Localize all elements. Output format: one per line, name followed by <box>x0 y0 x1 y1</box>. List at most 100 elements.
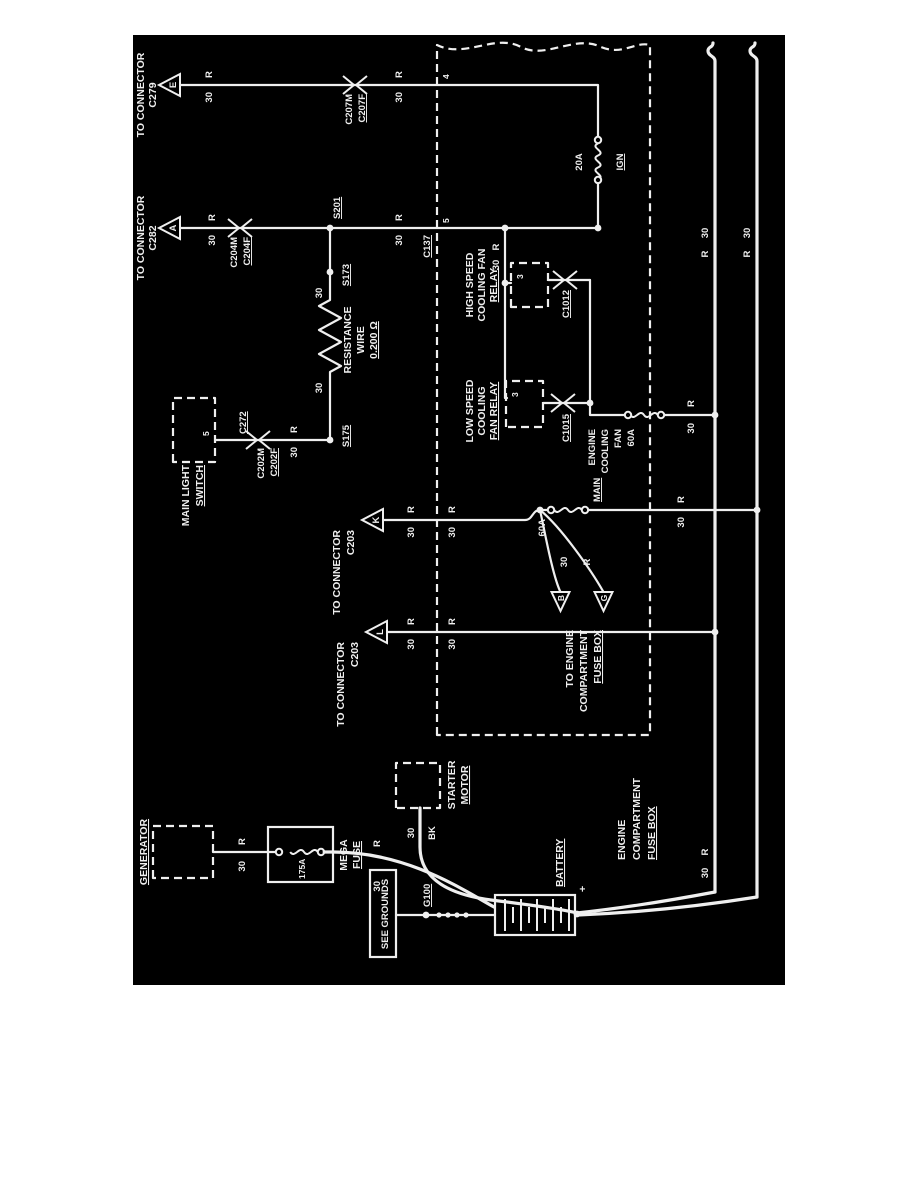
wire-color-label: R <box>686 400 697 407</box>
generator-box <box>151 824 215 880</box>
connector-c272-label: C272 <box>238 411 249 434</box>
arrow-a-destination: TO CONNECTOR <box>135 195 147 280</box>
wire-color-label: R <box>207 214 218 221</box>
battery-feed-wire-1 <box>706 41 717 894</box>
ign-fuse-name: IGN <box>615 153 626 170</box>
connector-c1012-symbol <box>552 270 578 290</box>
wire-color-label: R <box>742 250 753 257</box>
resistance-wire-label: RESISTANCE <box>342 307 354 374</box>
arrow-k-letter: K <box>371 516 382 523</box>
mega-fuse-rating: 175A <box>297 859 307 879</box>
junction-dot <box>536 506 544 514</box>
see-grounds-label: SEE GROUNDS <box>380 879 391 949</box>
wire-gauge-label: 30 <box>406 527 417 538</box>
wire-color-label: R <box>394 71 405 78</box>
see-grounds-box <box>368 868 398 959</box>
main-light-switch-label: SWITCH <box>194 465 206 506</box>
high-speed-relay-label: HIGH SPEED <box>464 252 476 317</box>
junction-dot <box>501 279 509 287</box>
high-speed-relay-label: RELAY <box>488 268 500 303</box>
cooling-fan-fuse-label: ENGINE <box>587 429 598 465</box>
arrow-k-connector-id: C203 <box>345 530 357 555</box>
connector-c204f-label: C204F <box>242 237 253 266</box>
wire-gauge-label: 30 <box>372 881 383 892</box>
wire-color-label: R <box>447 506 458 513</box>
low-speed-relay-label: LOW SPEED <box>464 379 476 442</box>
wire-gauge-label: 30 <box>394 92 405 103</box>
to-fuse-box-label: COMPARTMENT <box>578 629 590 712</box>
battery-label: BATTERY <box>554 839 566 887</box>
connector-arrow-g <box>592 591 615 614</box>
connector-arrow-e <box>156 72 181 98</box>
mega-fuse-terminal <box>274 847 284 857</box>
splice-s201-label: S201 <box>332 196 343 219</box>
wire-gauge-label: 30 <box>289 447 300 458</box>
arrow-b-letter: B <box>556 595 566 601</box>
arrow-a-letter: A <box>168 224 179 231</box>
mega-fuse-element <box>289 849 319 855</box>
ground-strap-bead <box>436 912 442 918</box>
wire-gauge-label: 30 <box>447 639 458 650</box>
ign-fuse-terminal <box>593 135 603 145</box>
arrow-a-connector-id: C282 <box>147 225 159 250</box>
high-speed-relay-label: COOLING FAN <box>476 249 488 322</box>
junction-dot <box>501 224 509 232</box>
wire-color-label: R <box>491 243 502 250</box>
connector-c1015-symbol <box>550 393 576 413</box>
main-light-switch-label: MAIN LIGHT <box>180 464 192 526</box>
wire-color-label: R <box>394 214 405 221</box>
connector-c202f-label: C202F <box>269 448 280 477</box>
wire-gauge-label: 30 <box>686 423 697 434</box>
c137-pin-number: 5 <box>441 218 451 223</box>
wire-color-label: R <box>676 496 687 503</box>
resistance-wire-label: WIRE <box>355 326 367 353</box>
ground-strap-bead <box>463 912 469 918</box>
wire-gauge-label: 30 <box>314 288 325 299</box>
mega-fuse-label: FUSE <box>351 841 363 869</box>
connector-arrow-a <box>156 215 181 241</box>
to-fuse-box-label: FUSE BOX <box>592 630 604 684</box>
connector-arrow-l <box>363 619 388 645</box>
battery-plates <box>504 899 570 931</box>
wire-color-label: R <box>204 71 215 78</box>
arrow-l-letter: L <box>375 629 386 635</box>
connector-c204m-label: C204M <box>229 237 240 268</box>
arrow-l-connector-id: C203 <box>349 642 361 667</box>
ign-fuse-rating: 20A <box>574 153 585 171</box>
mega-fuse-box <box>266 825 335 884</box>
connector-c202-symbol <box>245 430 271 450</box>
diagram-background <box>133 35 785 985</box>
junction-dot <box>711 411 719 419</box>
wire-relay-contact-bus <box>588 278 626 417</box>
arrow-l-destination: TO CONNECTOR <box>335 642 347 727</box>
wire-gauge-label: 30 <box>204 92 215 103</box>
low-speed-relay-label: COOLING <box>476 387 488 436</box>
wire-gauge-label: 30 <box>742 228 753 239</box>
wire-gauge-label: 30 <box>406 828 417 839</box>
connector-arrow-b <box>549 591 572 614</box>
wire-gauge-label: 30 <box>700 868 711 879</box>
wire-g <box>538 508 605 594</box>
connector-c1012-label: C1012 <box>561 290 572 318</box>
wiring-diagram: TO CONNECTOR C279 E 30 R 30 R TO CONNECT… <box>133 35 785 985</box>
wire-color-label: R <box>406 506 417 513</box>
mega-fuse-battery-cable <box>322 850 496 909</box>
wire-gauge-label: 30 <box>447 527 458 538</box>
splice-s173-dot <box>326 268 334 276</box>
starter-motor-label: STARTER <box>446 760 458 809</box>
splice-s175-label: S175 <box>341 424 352 447</box>
wire-gauge-label: 30 <box>700 228 711 239</box>
connector-c204-symbol <box>227 218 253 238</box>
wire-color-label: R <box>700 250 711 257</box>
fuse-box-label: ENGINE <box>616 820 628 860</box>
switch-pin-number: 5 <box>201 431 211 436</box>
wire-color-label: R <box>582 558 593 565</box>
wire-e <box>178 83 600 139</box>
battery-positive-sign: + <box>577 886 589 892</box>
mega-fuse-label: MEGA <box>338 839 350 871</box>
splice-s173-label: S173 <box>341 264 352 286</box>
main-fuse-terminal <box>546 505 556 515</box>
ground-id-g100: G100 <box>422 884 433 907</box>
connector-c207m-label: C207M <box>344 94 355 125</box>
